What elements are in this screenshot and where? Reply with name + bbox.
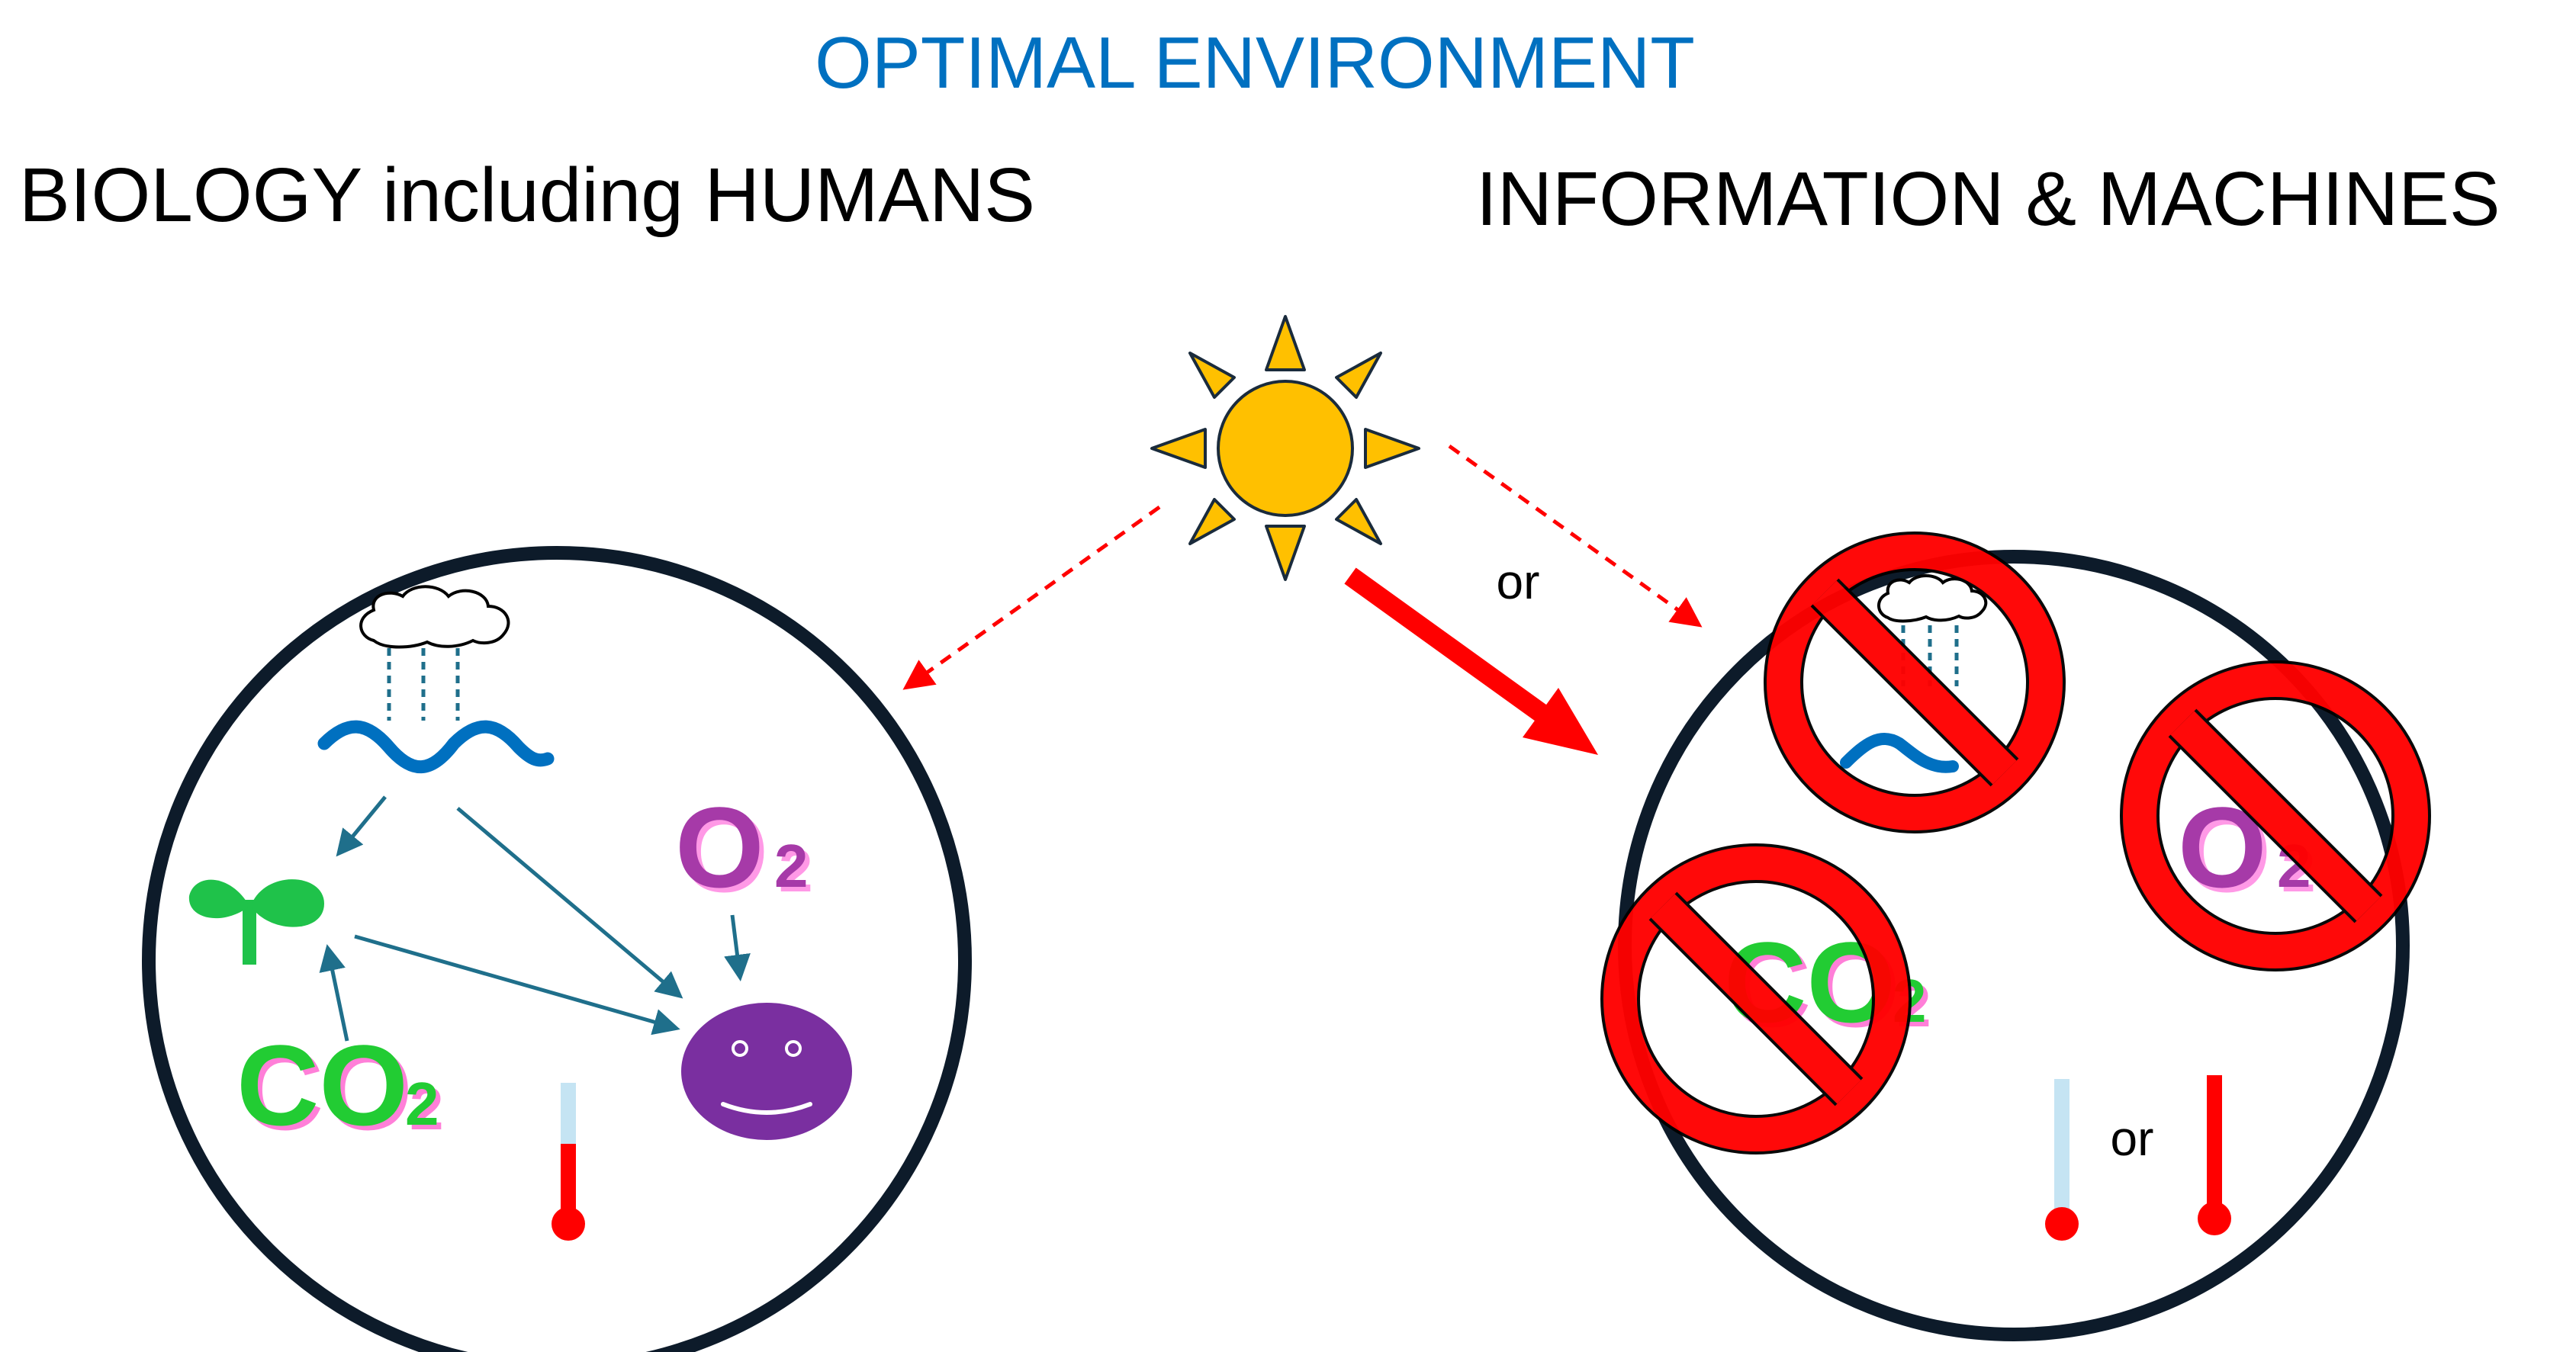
water-wave-icon <box>1840 733 1959 773</box>
oxygen-molecule: O 2 O 2 <box>2178 783 2316 916</box>
thermometer-icon <box>552 1083 585 1241</box>
thermometer-cold-icon <box>2045 1079 2079 1241</box>
thermometer-hot-icon <box>2198 1075 2231 1235</box>
solid-arrow-right <box>1344 567 1598 755</box>
svg-text:2: 2 <box>405 1070 439 1138</box>
prohibited-icon <box>2120 660 2431 971</box>
svg-text:2: 2 <box>779 837 813 904</box>
svg-text:O: O <box>680 788 769 916</box>
water-wave-icon <box>317 720 555 774</box>
sun-icon <box>1150 315 1420 581</box>
cloud-icon <box>1877 574 1988 623</box>
right-heading: INFORMATION & MACHINES <box>1476 156 2500 242</box>
smiley-face-icon <box>681 1003 852 1140</box>
prohibited-icon <box>1764 531 2066 833</box>
biology-circle: O 2 O 2 CO 2 CO 2 <box>142 546 972 1352</box>
svg-text:CO: CO <box>241 1026 413 1154</box>
oxygen-molecule: O 2 O 2 <box>675 783 813 916</box>
left-heading: BIOLOGY including HUMANS <box>19 153 1035 238</box>
rain-lines <box>387 648 460 721</box>
or-label-thermo: or <box>2111 1111 2154 1166</box>
seedling-icon <box>188 879 324 965</box>
dashed-arrow-right <box>1448 444 1703 628</box>
or-label-arrow: or <box>1497 554 1540 609</box>
svg-text:CO: CO <box>236 1021 408 1149</box>
svg-text:O: O <box>675 783 764 911</box>
machines-circle: O 2 O 2 CO 2 CO 2 <box>1600 531 2431 1341</box>
flow-arrows <box>319 795 751 1042</box>
dashed-arrow-left <box>902 505 1161 690</box>
carbon-dioxide-molecule: CO 2 CO 2 <box>236 1021 444 1154</box>
cloud-icon <box>359 585 510 649</box>
page-title: OPTIMAL ENVIRONMENT <box>815 22 1695 104</box>
svg-text:2: 2 <box>410 1074 444 1142</box>
prohibited-icon <box>1600 843 1912 1154</box>
svg-text:2: 2 <box>774 832 809 900</box>
